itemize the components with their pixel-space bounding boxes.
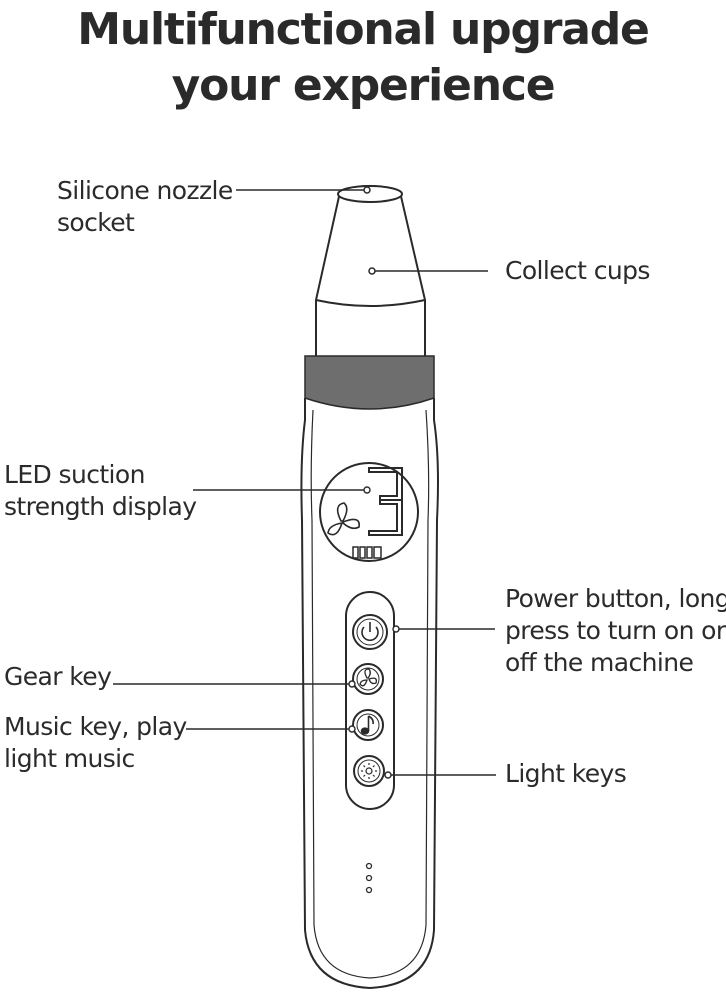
label-led-line-1: LED suction — [4, 460, 145, 489]
label-light-keys: Light keys — [505, 758, 627, 790]
label-light-line-1: Light keys — [505, 759, 627, 788]
gear-key-button[interactable] — [352, 663, 384, 695]
label-gear-line-1: Gear key — [4, 662, 112, 691]
leader-end-dots — [348, 486, 400, 779]
cup-dot — [368, 267, 376, 275]
label-power-line-1: Power button, long — [505, 584, 726, 613]
gear-fan-icon — [359, 668, 377, 687]
label-power-line-2: press to turn on or — [505, 616, 726, 645]
music-note-icon — [360, 715, 374, 735]
leader-lines — [113, 189, 496, 776]
power-icon — [361, 622, 379, 642]
label-led-display: LED suction strength display — [4, 459, 197, 523]
led-display — [319, 462, 419, 562]
label-collect-cups: Collect cups — [505, 255, 650, 287]
title-line-2: your experience — [171, 60, 556, 111]
light-key-button[interactable] — [353, 755, 385, 787]
label-led-line-2: strength display — [4, 492, 197, 521]
label-music-line-1: Music key, play — [4, 712, 187, 741]
label-nozzle-line-1: Silicone nozzle — [57, 176, 233, 205]
digit-three-icon — [368, 467, 403, 536]
grey-band — [304, 355, 435, 410]
battery-icon — [352, 546, 382, 559]
label-gear-key: Gear key — [4, 661, 112, 693]
label-nozzle-socket: Silicone nozzle socket — [57, 175, 233, 239]
label-cups-line-1: Collect cups — [505, 256, 650, 285]
label-music-key: Music key, play light music — [4, 711, 187, 775]
title-line-1: Multifunctional upgrade — [77, 4, 650, 55]
label-nozzle-line-2: socket — [57, 208, 135, 237]
diagram-title: Multifunctional upgrade your experience — [0, 2, 726, 114]
nozzle-socket-dot — [363, 186, 371, 194]
button-panel — [345, 591, 395, 810]
power-button[interactable] — [352, 614, 388, 650]
label-power-button: Power button, long press to turn on or o… — [505, 583, 726, 679]
music-key-button[interactable] — [352, 709, 384, 741]
collect-cup — [315, 185, 426, 376]
fan-icon — [327, 502, 360, 536]
sun-icon — [361, 763, 377, 779]
label-power-line-3: off the machine — [505, 648, 694, 677]
device-handle — [300, 398, 439, 990]
label-music-line-2: light music — [4, 744, 135, 773]
indicator-dots — [365, 862, 373, 894]
